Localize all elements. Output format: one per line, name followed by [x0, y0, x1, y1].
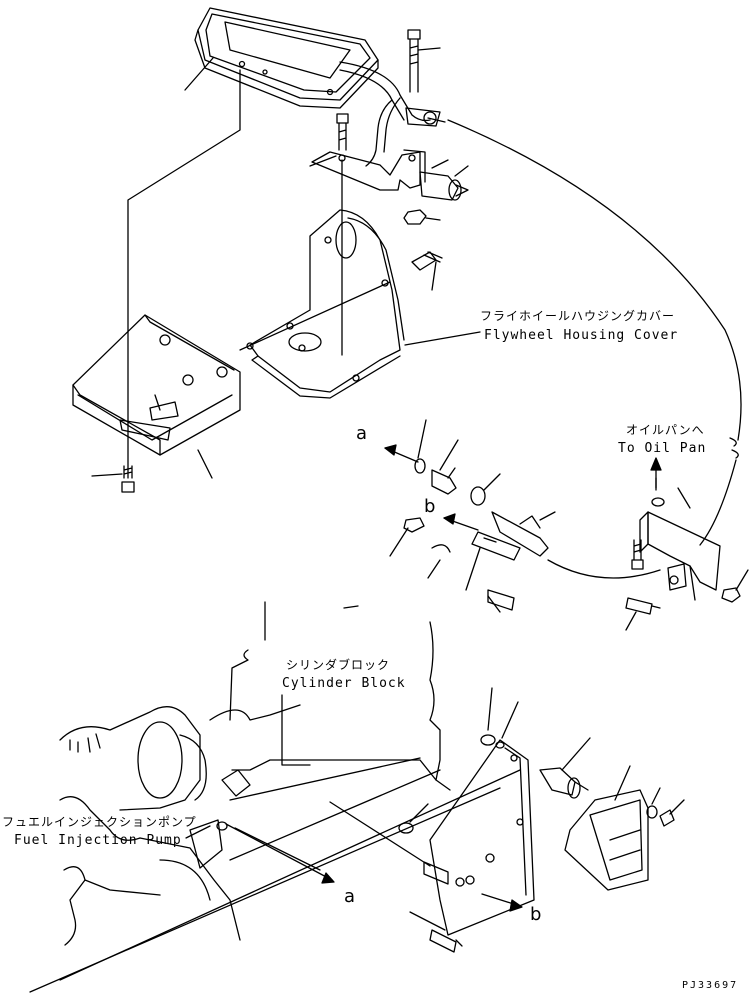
- bolt-bracket-1: [631, 539, 644, 570]
- crankcase-line-2: [59, 769, 521, 981]
- cable-to-adjuster: [547, 559, 661, 579]
- leader-box: [184, 57, 214, 91]
- bushing: [470, 473, 501, 506]
- chain-lower: [329, 801, 431, 867]
- flywheel-housing-cover: [246, 209, 405, 399]
- leader-pump: [185, 825, 211, 839]
- cable-end: [491, 511, 556, 557]
- nut-bracket: [721, 569, 749, 603]
- ref-b-bottom: b: [530, 904, 542, 925]
- chain-lower-2: [409, 911, 446, 931]
- bolt-top-2: [336, 113, 349, 151]
- main-cable: [447, 119, 742, 441]
- flywheel-label-en: Flywheel Housing Cover: [484, 328, 679, 343]
- ref-a-bottom: a: [344, 886, 356, 907]
- upper-bracket: [311, 149, 426, 191]
- chain-lower-3: [234, 827, 321, 871]
- oilpan-label-en: To Oil Pan: [618, 441, 707, 456]
- cylinder-label-en: Cylinder Block: [282, 676, 406, 691]
- box-cable: [339, 61, 446, 167]
- stud-bolt: [539, 737, 591, 799]
- bolt-mid: [411, 251, 443, 291]
- arrow-oilpan: [650, 457, 662, 489]
- nuts-lower: [398, 687, 519, 834]
- leader-bracket: [309, 155, 337, 167]
- arrow-a-bottom: [225, 823, 335, 884]
- bolt-top-1: [407, 29, 441, 93]
- arrow-b-bottom: [481, 893, 523, 912]
- washer-a: [414, 419, 427, 474]
- leader-flywheel: [404, 331, 481, 346]
- solenoid-actuator: [419, 165, 469, 201]
- leader-plate: [197, 449, 213, 479]
- small-bracket: [465, 531, 521, 591]
- cable-clamp: [667, 563, 687, 591]
- cylinder-label-jp: シリンダブロック: [286, 658, 391, 672]
- leader-actuator: [431, 159, 449, 169]
- nut-small: [389, 517, 425, 557]
- chain-line-3: [239, 281, 391, 351]
- chain-line-1: [127, 69, 241, 479]
- control-box: [194, 7, 379, 109]
- bolt-small: [487, 589, 515, 613]
- clamp-top: [405, 107, 441, 127]
- lower-bracket: [423, 739, 535, 936]
- pin-clevis: [431, 467, 457, 495]
- cable-lower: [699, 459, 737, 546]
- arrow-a-top: [384, 444, 419, 463]
- leader-oilpan-bracket: [677, 487, 691, 509]
- cable-break: [729, 437, 739, 459]
- bolt-bottom-left: [91, 465, 135, 493]
- cylinder-block: [209, 601, 451, 861]
- pump-body: [59, 706, 251, 946]
- oilpan-bracket: [639, 477, 721, 601]
- bolt-bracket-2: [625, 597, 661, 631]
- cover-plate: [564, 765, 649, 891]
- nut-top: [403, 209, 441, 225]
- oilpan-label-jp: オイルパンへ: [626, 423, 705, 437]
- plate-bracket: [72, 314, 241, 456]
- fuel-label-jp: フュエルインジェクションポンプ: [2, 815, 197, 829]
- ref-a-top: a: [356, 423, 368, 444]
- flywheel-label-jp: フライホイールハウジングカバー: [480, 309, 676, 323]
- leader-bushing: [439, 439, 459, 471]
- drawing-code: PJ33697: [682, 980, 739, 991]
- ref-b-top: b: [424, 496, 436, 517]
- arrow-b-top: [443, 513, 479, 531]
- leader-clip: [427, 544, 451, 579]
- bolt-lower: [429, 929, 463, 953]
- nuts-cover: [646, 787, 685, 827]
- fuel-label-en: Fuel Injection Pump: [14, 833, 182, 848]
